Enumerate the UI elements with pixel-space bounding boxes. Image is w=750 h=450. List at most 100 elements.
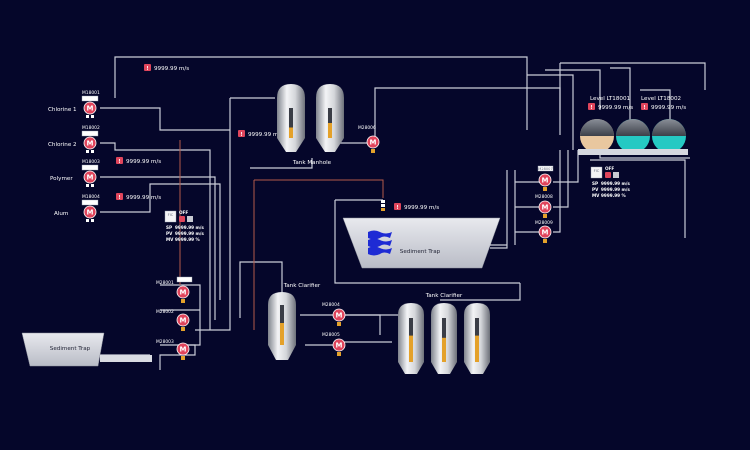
flow-readout: 9999.99 m/s [404,205,439,211]
pump-icon [538,200,552,214]
motor-tag: M18003 [82,159,100,165]
water-wave-icon [368,230,392,256]
chemical-label: Chlorine 2 [48,142,77,148]
auto-state: OFF [179,210,188,215]
flow-alarm-sediment-right[interactable]: ! 9999.99 m/s [394,203,439,211]
sphere-support-beam [578,149,688,155]
sphere-tank-3 [652,119,686,153]
level-fill [328,123,332,138]
pv-label: PV [592,187,599,192]
motor-status-box [81,95,99,102]
motor-tag: M28007 [538,167,553,171]
svg-text:M: M [87,140,94,148]
motor-m28005[interactable]: M28005 M [322,332,346,356]
flow-controller-1[interactable]: FIC OFF SP 9999.99 m/s PV 9999.99 m/s MV… [164,210,204,242]
sphere-tank-1 [580,119,614,153]
dosing-pump-3[interactable] [83,170,97,184]
flow-readout: 9999.99 m/s [651,105,686,111]
clarifier-silo-a [398,303,424,374]
pump-icon [538,173,552,187]
chemical-group-chlorine-2: Chlorine 2 M18002 M [48,125,100,153]
svg-text:FIC: FIC [168,213,174,217]
pump-icon [176,313,190,327]
auto-state: OFF [605,166,614,171]
chemical-group-alum: Alum M18004 M [54,194,100,222]
sphere-tanks[interactable] [578,119,688,155]
sediment-trap-left[interactable]: Sediment Trap [21,332,152,367]
manhole-silo-2 [316,84,344,152]
alarm-icon [641,103,648,110]
motor-m28008[interactable]: M28008 M [535,194,553,218]
level-label-1: Level LT18001 [590,96,631,102]
motor-m28003[interactable]: M28003 M [156,339,190,360]
auto-toggle[interactable] [187,216,193,222]
sample-line-network [179,140,384,330]
level-indicator [381,200,385,211]
pump-icon [332,308,346,322]
level-labels: Level LT18001 Level LT18002 [590,96,681,102]
flow-alarm-polymer[interactable]: ! 9999.99 m/s [116,157,161,165]
flow-alarm-alum[interactable]: ! 9999.99 m/s [116,193,161,201]
svg-text:!: ! [240,132,242,138]
tank-clarifier-1[interactable]: Tank Clarifier [268,283,321,360]
flow-alarm-top[interactable]: ! 9999.99 m/s [144,64,189,72]
motor-m28001[interactable]: M28001 M [156,276,193,303]
alarm-icon [394,203,401,210]
level-fill [280,323,284,345]
svg-text:M: M [180,289,187,297]
flow-readout: 9999.99 m/s [126,195,161,201]
motor-status-box [81,164,99,171]
motor-status-box [81,130,99,137]
svg-text:!: ! [146,66,148,72]
flow-alarm-manhole[interactable]: ! 9999.99 m/s [238,130,283,138]
pipe-network [100,56,706,370]
motor-tag: M28002 [156,309,174,315]
sp-label: SP [166,225,172,230]
dosing-pump-1[interactable] [83,101,97,115]
controller-mode-box [590,166,603,179]
svg-text:M: M [180,346,187,354]
pump-icon [176,285,190,299]
motor-m28004[interactable]: M28004 M [322,302,346,326]
motor-m28006[interactable]: M28006 M [358,125,380,153]
motor-tag: M28001 [156,280,174,286]
motor-tag: M28005 [322,332,340,338]
flow-controller-2[interactable]: FIC OFF SP 9999.99 m/s PV 9999.99 m/s MV… [590,166,630,198]
flow-alarm-level-1[interactable]: ! 9999.99 m/s [588,103,633,111]
motor-tag: M28006 [358,125,376,131]
motor-tag: M28003 [156,339,174,345]
svg-text:M: M [87,105,94,113]
level-label-2: Level LT18002 [641,96,681,102]
dosing-pump-4[interactable] [83,205,97,219]
dosing-pump-2[interactable] [83,136,97,150]
level-fill [409,335,413,362]
sediment-trap-right[interactable]: Sediment Trap [342,217,501,269]
sp-label: SP [592,181,598,186]
auto-toggle[interactable] [613,172,619,178]
chemical-group-polymer: Polymer M18003 M [50,159,100,187]
alarm-icon [116,157,123,164]
flow-readout: 9999.99 m/s [598,105,633,111]
tank-clarifier-2[interactable]: Tank Clarifier [398,293,490,374]
alarm-icon [605,172,611,178]
mv-value: 9999.99 % [601,193,627,198]
pump-icon [176,342,190,356]
alarm-icon [238,130,245,137]
svg-text:!: ! [118,195,120,201]
level-fill [475,335,479,362]
pv-value: 9999.99 m/s [601,187,630,192]
motor-m28009[interactable]: M28009 M [535,220,553,243]
svg-text:M: M [180,317,187,325]
tank-manhole[interactable]: Tank Manhole [277,84,344,166]
mv-label: MV [166,237,174,242]
alarm-icon [116,193,123,200]
motor-m28002[interactable]: M28002 M [156,309,190,331]
pv-label: PV [166,231,173,236]
flow-alarm-level-2[interactable]: ! 9999.99 m/s [641,103,686,111]
sp-value: 9999.99 m/s [175,225,204,230]
tank-label: Tank Clarifier [283,283,321,289]
pump-icon [332,338,346,352]
motor-tag: M28008 [535,194,553,200]
svg-text:M: M [336,342,343,350]
motor-m28007[interactable]: M28007 M [537,165,554,191]
